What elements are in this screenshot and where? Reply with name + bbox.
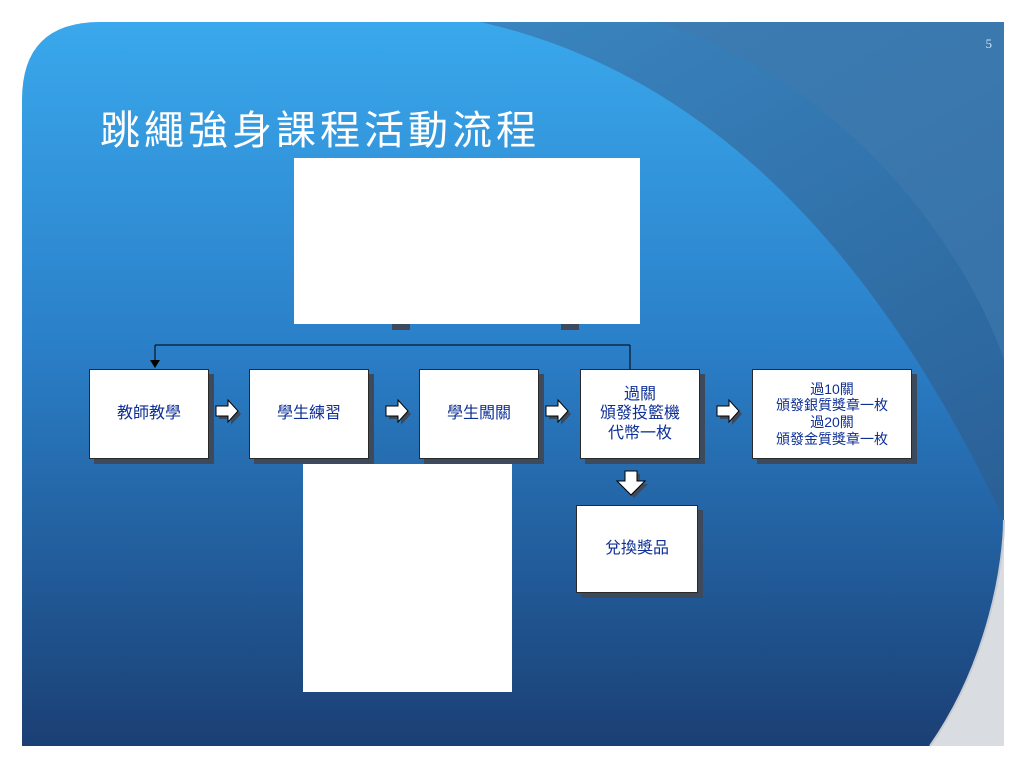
arrow-down-icon xyxy=(615,470,648,498)
step-student-practice-label: 學生練習 xyxy=(276,405,341,423)
image-placeholder-top xyxy=(294,158,640,324)
step-redeem-prize: 兌換獎品 xyxy=(576,505,698,593)
step-medal-reward-label: 過10關 頒發銀質獎章一枚 過20關 頒發金質獎章一枚 xyxy=(776,380,888,447)
step-student-practice: 學生練習 xyxy=(249,369,369,459)
slide-title: 跳繩強身課程活動流程 xyxy=(100,108,540,154)
step-medal-reward: 過10關 頒發銀質獎章一枚 過20關 頒發金質獎章一枚 xyxy=(752,369,912,459)
step-teacher-teaching-label: 教師教學 xyxy=(116,405,181,423)
arrow-right-icon xyxy=(215,398,241,425)
step-pass-reward-label: 過關 頒發投籃機 代幣一枚 xyxy=(599,386,680,442)
arrow-right-icon xyxy=(716,398,742,425)
step-pass-reward: 過關 頒發投籃機 代幣一枚 xyxy=(580,369,700,459)
step-student-challenge: 學生闖關 xyxy=(419,369,539,459)
image-placeholder-bottom xyxy=(303,464,512,692)
step-student-challenge-label: 學生闖關 xyxy=(446,405,511,423)
page-number: 5 xyxy=(985,36,993,51)
step-redeem-prize-label: 兌換獎品 xyxy=(604,540,669,558)
step-teacher-teaching: 教師教學 xyxy=(89,369,209,459)
arrow-right-icon xyxy=(385,398,411,425)
arrow-right-icon xyxy=(545,398,571,425)
